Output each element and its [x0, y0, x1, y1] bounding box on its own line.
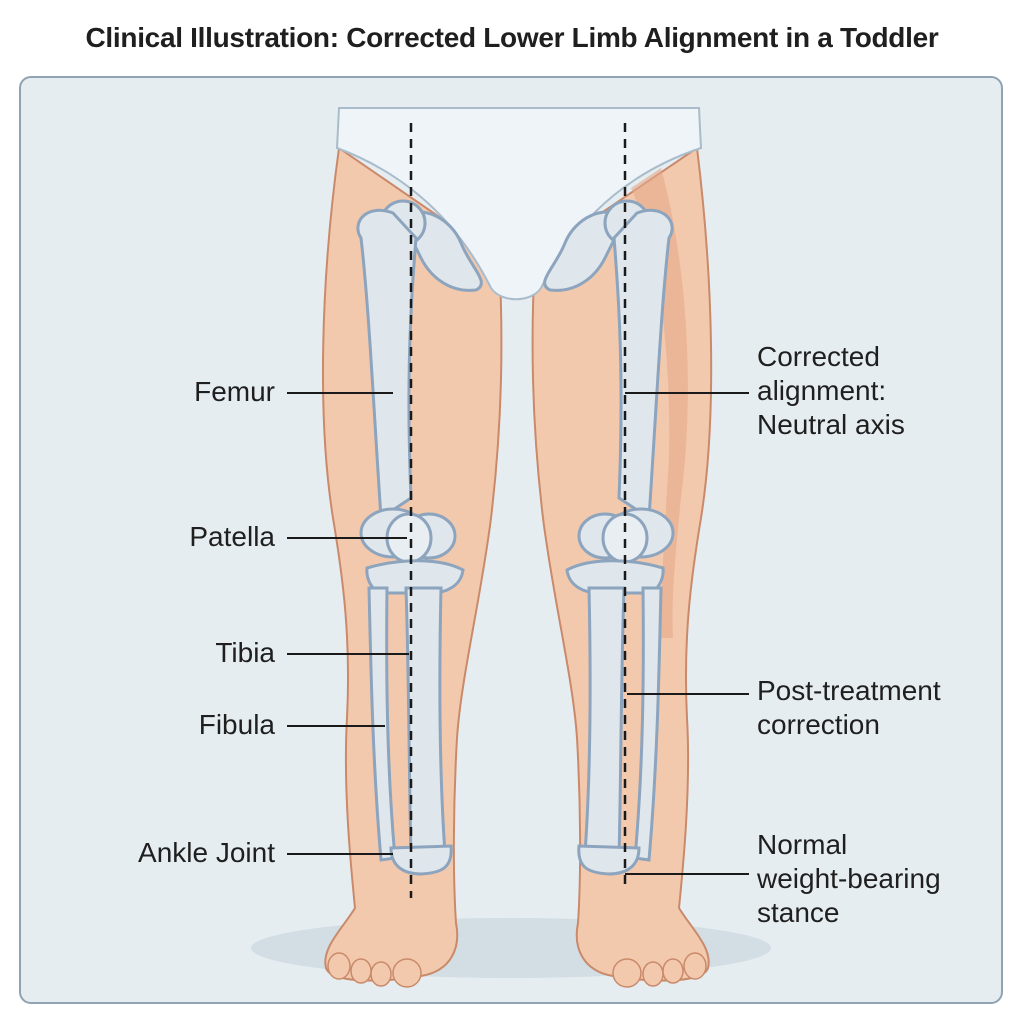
left-toes — [327, 952, 422, 988]
right-bones — [543, 199, 675, 876]
right-leader-lines — [625, 392, 749, 875]
label-weight-bearing: Normal weight-bearing stance — [757, 829, 941, 928]
legs-illustration — [251, 107, 771, 988]
right-leg-shading — [631, 168, 688, 638]
label-tibia: Tibia — [215, 637, 275, 668]
diaper — [335, 107, 703, 301]
left-leader-lines — [287, 392, 409, 855]
left-bones — [356, 199, 483, 876]
label-ankle-joint: Ankle Joint — [138, 837, 275, 868]
label-fibula: Fibula — [198, 709, 275, 740]
label-corrected-alignment: Corrected alignment: Neutral axis — [757, 341, 905, 440]
label-femur: Femur — [194, 376, 275, 407]
right-toes — [612, 952, 707, 988]
page-title: Clinical Illustration: Corrected Lower L… — [85, 22, 939, 53]
illustration-panel: Femur Patella Tibia Fibula Ankle Joint C… — [19, 76, 1003, 1004]
label-patella: Patella — [189, 521, 275, 552]
label-post-treatment: Post-treatment correction — [757, 675, 941, 740]
